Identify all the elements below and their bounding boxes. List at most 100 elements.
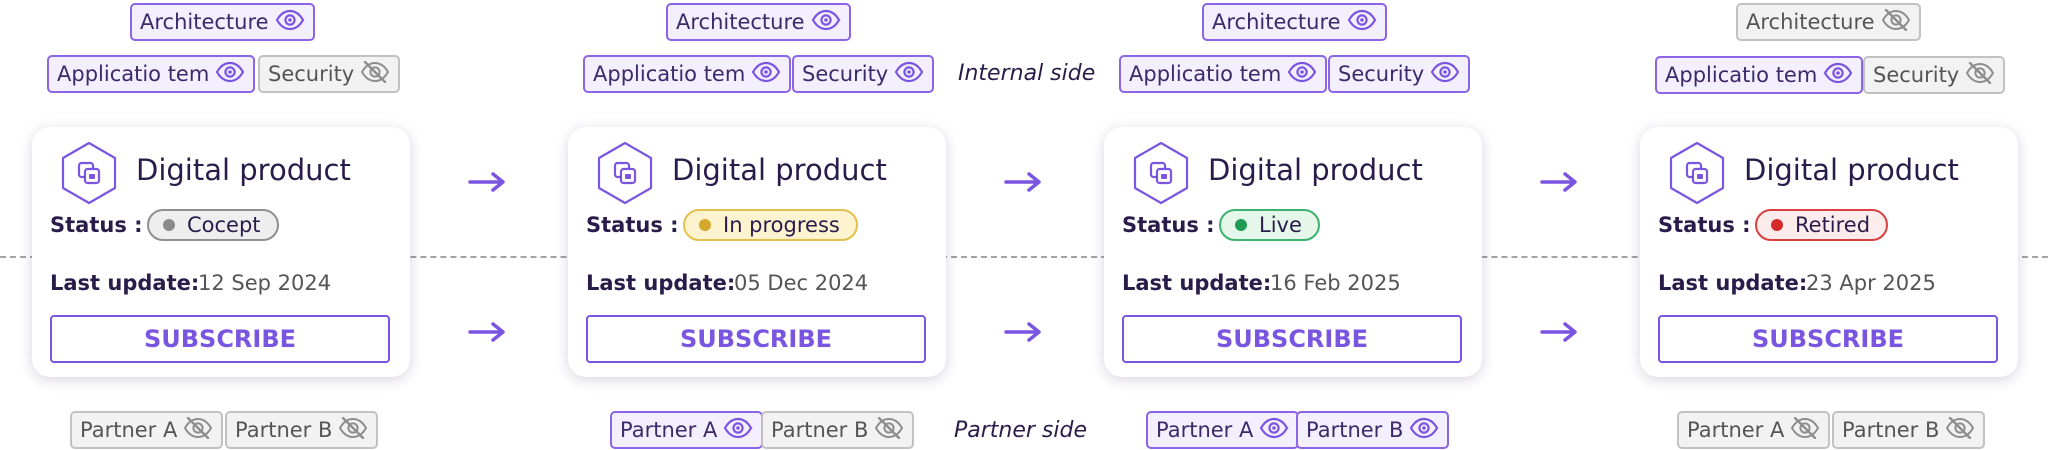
partner-a-tag[interactable]: Partner A xyxy=(70,411,224,449)
eye-off-icon[interactable] xyxy=(360,60,390,88)
last-update-date: 12 Sep 2024 xyxy=(198,271,332,295)
security-tag[interactable]: Security xyxy=(258,55,401,93)
status-dot xyxy=(699,219,711,231)
last-update-label: Last update: xyxy=(1122,271,1272,295)
flow-arrow-icon xyxy=(1540,322,1577,342)
eye-off-icon[interactable] xyxy=(1965,61,1995,89)
security-tag[interactable]: Security xyxy=(1328,55,1471,93)
last-update-date: 05 Dec 2024 xyxy=(734,271,869,295)
eye-icon[interactable] xyxy=(811,9,841,36)
tag-label: Partner B xyxy=(771,418,869,442)
product-title: Digital product xyxy=(672,153,887,187)
eye-off-icon[interactable] xyxy=(1881,8,1911,36)
architecture-tag[interactable]: Architecture xyxy=(1202,3,1387,41)
status-badge: In progress xyxy=(683,209,858,241)
tag-label: Architecture xyxy=(140,10,269,34)
eye-icon[interactable] xyxy=(1287,61,1317,88)
tag-label: Applicatio tem xyxy=(1665,63,1818,87)
tag-label: Architecture xyxy=(676,10,805,34)
lifecycle-stage-2: Architecture Applicatio tem Security Dig… xyxy=(566,0,966,450)
product-card: Digital product Status : In progress Las… xyxy=(568,127,946,377)
status-badge: Live xyxy=(1219,209,1320,241)
eye-icon[interactable] xyxy=(723,417,753,444)
tag-label: Security xyxy=(1338,62,1425,86)
status-badge: Retired xyxy=(1755,209,1889,241)
last-update-label: Last update: xyxy=(586,271,736,295)
tag-label: Partner A xyxy=(1687,418,1785,442)
partner-b-tag[interactable]: Partner B xyxy=(1832,411,1986,449)
partner-a-tag[interactable]: Partner A xyxy=(1677,411,1831,449)
product-icon xyxy=(1668,141,1726,205)
application-system-tag[interactable]: Applicatio tem xyxy=(1119,55,1328,93)
status-dot xyxy=(163,219,175,231)
application-system-tag[interactable]: Applicatio tem xyxy=(583,55,792,93)
tag-label: Partner A xyxy=(1156,418,1254,442)
tag-label: Applicatio tem xyxy=(1129,62,1282,86)
lifecycle-stage-3: Architecture Applicatio tem Security Dig… xyxy=(1102,0,1502,450)
flow-arrow-icon xyxy=(1004,322,1041,342)
status-label: Status : xyxy=(586,213,679,237)
partner-a-tag[interactable]: Partner A xyxy=(1146,411,1300,449)
application-system-tag[interactable]: Applicatio tem xyxy=(1655,56,1864,94)
subscribe-button[interactable]: SUBSCRIBE xyxy=(1122,315,1462,363)
product-icon xyxy=(596,141,654,205)
status-dot xyxy=(1771,219,1783,231)
eye-icon[interactable] xyxy=(1259,417,1289,444)
eye-off-icon[interactable] xyxy=(1790,416,1820,444)
tag-label: Security xyxy=(1873,63,1960,87)
subscribe-button[interactable]: SUBSCRIBE xyxy=(1658,315,1998,363)
status-text: Cocept xyxy=(187,213,261,237)
partner-a-tag[interactable]: Partner A xyxy=(610,411,764,449)
security-tag[interactable]: Security xyxy=(792,55,935,93)
product-icon xyxy=(60,141,118,205)
eye-off-icon[interactable] xyxy=(338,416,368,444)
partner-b-tag[interactable]: Partner B xyxy=(1296,411,1450,449)
flow-arrow-icon xyxy=(468,172,505,192)
architecture-tag[interactable]: Architecture xyxy=(130,3,315,41)
eye-off-icon[interactable] xyxy=(183,416,213,444)
eye-icon[interactable] xyxy=(894,61,924,88)
architecture-tag[interactable]: Architecture xyxy=(666,3,851,41)
product-card: Digital product Status : Retired Last up… xyxy=(1640,127,2018,377)
last-update-label: Last update: xyxy=(50,271,200,295)
eye-icon[interactable] xyxy=(215,61,245,88)
architecture-tag[interactable]: Architecture xyxy=(1736,3,1921,41)
eye-icon[interactable] xyxy=(1430,61,1460,88)
product-title: Digital product xyxy=(1744,153,1959,187)
last-update-date: 23 Apr 2025 xyxy=(1806,271,1936,295)
tag-label: Applicatio tem xyxy=(593,62,746,86)
eye-icon[interactable] xyxy=(1347,9,1377,36)
tag-label: Architecture xyxy=(1212,10,1341,34)
eye-icon[interactable] xyxy=(1409,417,1439,444)
partner-b-tag[interactable]: Partner B xyxy=(761,411,915,449)
eye-icon[interactable] xyxy=(1823,62,1853,89)
status-badge: Cocept xyxy=(147,209,279,241)
application-system-tag[interactable]: Applicatio tem xyxy=(47,55,256,93)
product-card: Digital product Status : Live Last updat… xyxy=(1104,127,1482,377)
flow-arrow-icon xyxy=(468,322,505,342)
product-icon xyxy=(1132,141,1190,205)
subscribe-button[interactable]: SUBSCRIBE xyxy=(586,315,926,363)
partner-b-tag[interactable]: Partner B xyxy=(225,411,379,449)
eye-off-icon[interactable] xyxy=(1945,416,1975,444)
last-update-date: 16 Feb 2025 xyxy=(1270,271,1401,295)
status-text: In progress xyxy=(723,213,840,237)
tag-label: Security xyxy=(802,62,889,86)
status-text: Retired xyxy=(1795,213,1871,237)
tag-label: Security xyxy=(268,62,355,86)
tag-label: Partner A xyxy=(80,418,178,442)
tag-label: Partner B xyxy=(1306,418,1404,442)
tag-label: Partner B xyxy=(235,418,333,442)
eye-off-icon[interactable] xyxy=(874,416,904,444)
eye-icon[interactable] xyxy=(275,9,305,36)
status-label: Status : xyxy=(1122,213,1215,237)
lifecycle-stage-4: Architecture Applicatio tem Security Dig… xyxy=(1638,0,2038,450)
security-tag[interactable]: Security xyxy=(1863,56,2006,94)
internal-side-label: Internal side xyxy=(958,61,1096,86)
eye-icon[interactable] xyxy=(751,61,781,88)
subscribe-button[interactable]: SUBSCRIBE xyxy=(50,315,390,363)
flow-arrow-icon xyxy=(1540,172,1577,192)
status-text: Live xyxy=(1259,213,1302,237)
product-title: Digital product xyxy=(1208,153,1423,187)
internal-partner-divider xyxy=(0,256,2048,258)
